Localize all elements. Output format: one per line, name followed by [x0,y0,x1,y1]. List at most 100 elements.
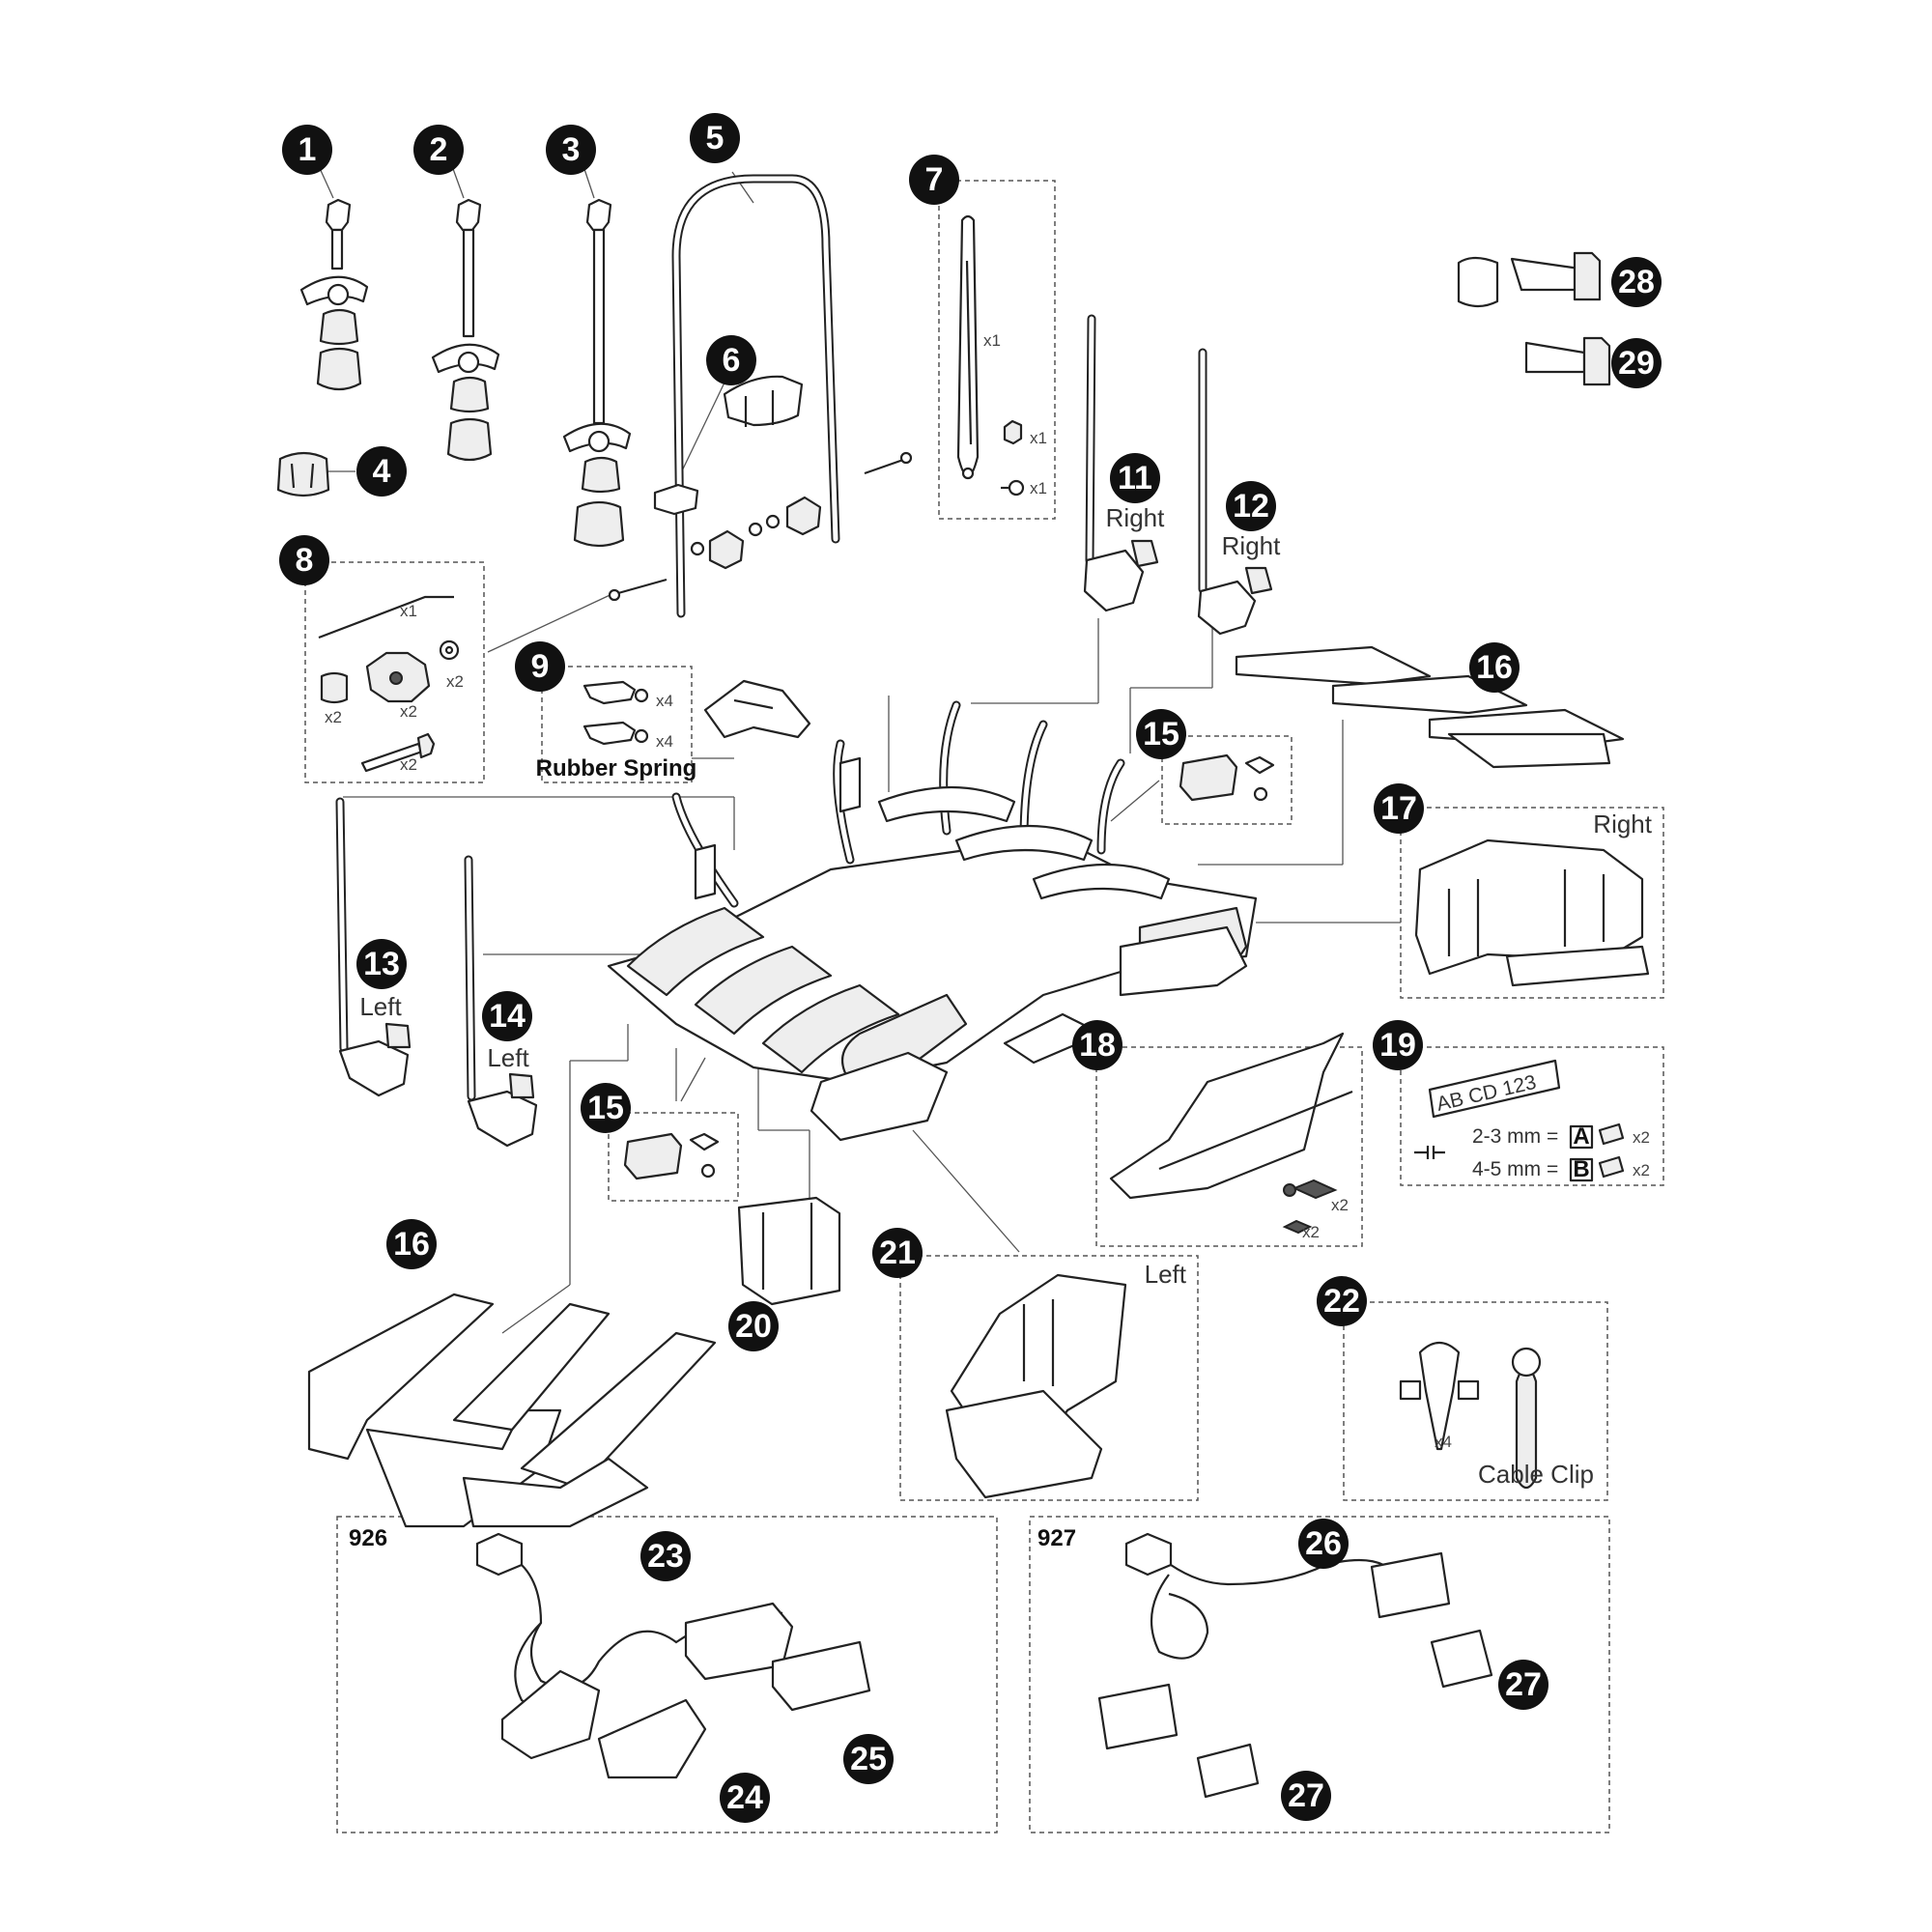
part-21-tail-light-housing-left [945,1273,1127,1499]
svg-text:17: 17 [1380,790,1417,827]
group-box-8 [304,561,485,783]
label-left-21: Left [1145,1260,1187,1289]
part-22-cable-clips [1399,1341,1542,1490]
group-box-15-right [1161,735,1293,825]
group-box-18 [1095,1046,1363,1247]
label-model-926: 926 [349,1525,387,1551]
part-7-strap-kit [956,214,1025,497]
badge-21: 21 [872,1228,923,1278]
group-box-927 [1029,1516,1610,1833]
svg-text:9: 9 [531,648,550,685]
svg-text:16: 16 [393,1226,430,1263]
badge-22: 22 [1317,1276,1367,1326]
svg-text:27: 27 [1505,1666,1542,1703]
badge-29: 29 [1611,338,1662,388]
spacer-row-b: 4-5 mm = [1472,1158,1558,1180]
svg-text:25: 25 [850,1741,887,1777]
leader-lines [318,165,1401,1334]
badge-13: 13 [356,939,407,989]
badge-16-lower: 16 [386,1219,437,1269]
qty-19-a: x2 [1633,1128,1650,1147]
svg-text:1: 1 [298,131,317,168]
group-box-926 [336,1516,998,1833]
qty-7-screw: x1 [1030,479,1047,497]
part-6-clamp [653,375,804,516]
svg-text:24: 24 [726,1779,763,1816]
badge-1: 1 [282,125,332,175]
badge-14: 14 [482,991,532,1041]
badge-28: 28 [1611,257,1662,307]
spacer-letter-a: A [1573,1123,1589,1150]
group-box-7 [938,180,1056,520]
part-20-bracket [737,1196,841,1306]
group-box-22 [1343,1301,1608,1501]
part-3-arm-long [562,198,632,548]
svg-text:22: 22 [1323,1283,1360,1320]
part-11-wheel-strap-right [1083,314,1159,612]
part-29-key [1524,336,1611,386]
badge-16-upper: 16 [1469,642,1520,693]
svg-text:29: 29 [1618,345,1655,382]
part-4-knob-cap [276,451,330,497]
part-5-hardware [608,451,913,602]
part-5-hoop-frame [671,174,840,618]
badge-15-left: 15 [581,1083,631,1133]
badge-27-lower: 27 [1281,1771,1331,1821]
svg-text:18: 18 [1079,1027,1116,1064]
group-box-9 [541,666,693,783]
badge-24: 24 [720,1773,770,1823]
part-2-arm-medium [431,198,500,462]
group-box-15-left [608,1112,739,1202]
svg-text:15: 15 [1143,716,1179,753]
qty-8-bolt: x2 [400,755,417,774]
wiring-926 [475,1532,871,1779]
part-8-hardware-kit [318,595,460,773]
svg-text:19: 19 [1379,1027,1416,1064]
qty-19-b: x2 [1633,1161,1650,1179]
svg-text:26: 26 [1305,1525,1342,1562]
svg-text:23: 23 [647,1538,684,1575]
part-15-end-cap-left [623,1132,720,1180]
badge-18: 18 [1072,1020,1122,1070]
badge-19: 19 [1373,1020,1423,1070]
svg-text:4: 4 [373,453,391,490]
label-model-927: 927 [1037,1525,1076,1551]
label-rubber-spring: Rubber Spring [536,755,697,781]
svg-text:13: 13 [363,946,400,982]
badge-26: 26 [1298,1519,1349,1569]
label-right-11: Right [1106,503,1165,532]
label-right-17: Right [1593,810,1652,838]
badge-6: 6 [706,335,756,385]
spacer-row-a: 2-3 mm = [1472,1125,1558,1148]
main-carrier-assembly [607,700,1258,1142]
group-box-19 [1400,1046,1664,1186]
badge-20: 20 [728,1301,779,1351]
svg-text:28: 28 [1618,264,1655,300]
qty-9-b: x4 [656,732,673,751]
qty-7-strap: x1 [983,331,1001,350]
badge-11: 11 [1110,453,1160,503]
svg-text:15: 15 [587,1090,624,1126]
svg-text:6: 6 [723,342,741,379]
part-28-lock-and-key [1457,251,1602,308]
label-right-12: Right [1222,531,1281,560]
qty-7-nut: x1 [1030,429,1047,447]
spacer-letter-b: B [1573,1156,1589,1182]
part-1-arm-short [299,198,369,391]
part-17-tail-light-housing-right [1414,838,1650,987]
svg-text:12: 12 [1233,488,1269,525]
part-16-wheel-trays-upper [1235,645,1625,769]
part-9-wheel-holder-detail [703,679,811,739]
badge-7: 7 [909,155,959,205]
badge-3: 3 [546,125,596,175]
label-left-13: Left [359,992,402,1021]
badge-2: 2 [413,125,464,175]
part-13-wheel-strap-left [335,797,412,1097]
wiring-927 [1097,1532,1493,1799]
badge-25: 25 [843,1734,894,1784]
qty-18-a: x2 [1331,1196,1349,1214]
svg-text:14: 14 [489,998,526,1035]
qty-8-washer: x2 [446,672,464,691]
group-box-17 [1400,807,1664,999]
